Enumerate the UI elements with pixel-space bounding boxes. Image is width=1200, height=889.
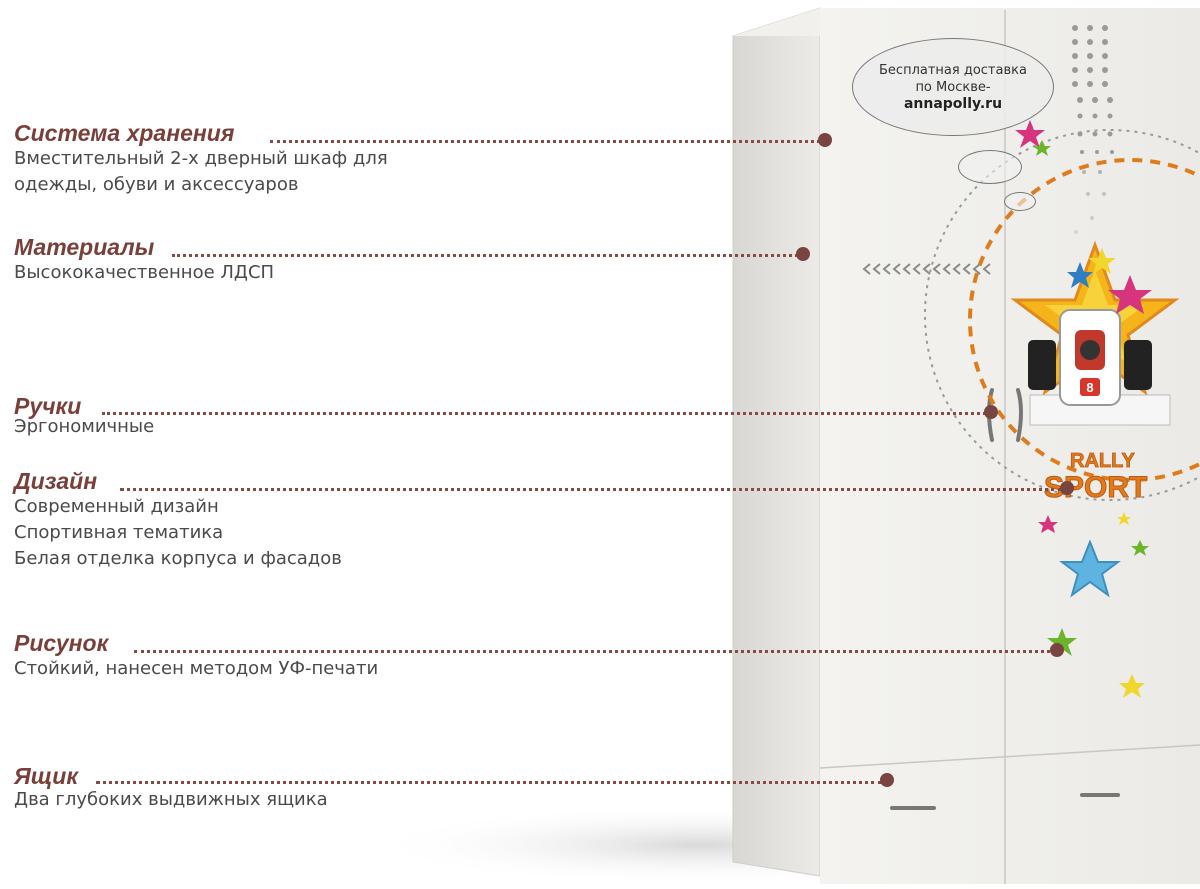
feature-handles: Ручки Эргономичные [14, 393, 155, 437]
car-number: 8 [1086, 380, 1093, 395]
feature-title-drawer: Ящик [14, 763, 78, 789]
feature-desc-line: Современный дизайн [14, 496, 219, 517]
leader-line-print [134, 650, 1050, 653]
wardrobe-side-panel [732, 7, 821, 877]
feature-desc-line: Спортивная тематика [14, 522, 224, 543]
delivery-bubble: Бесплатная доставка по Москве- annapolly… [852, 38, 1054, 136]
wardrobe-front [820, 8, 1200, 884]
star-blue-small-icon [1067, 262, 1093, 288]
drawer-handle-left [890, 806, 936, 810]
drawer-handle-right [1080, 793, 1120, 797]
star-green-small-icon [1131, 540, 1149, 556]
leader-line-drawer [96, 781, 882, 784]
star-yellow-small-icon [1117, 512, 1131, 525]
star-green-icon [1033, 140, 1051, 156]
star-green-lower-icon [1047, 628, 1077, 656]
star-pattern [1072, 25, 1114, 234]
star-yellow-lower-icon [1119, 674, 1145, 698]
star-yellow-icon [1088, 248, 1116, 274]
bubble-site-link[interactable]: annapolly.ru [903, 95, 1003, 112]
bubble-line1: Бесплатная доставка [879, 62, 1027, 78]
star-pink-icon [1015, 120, 1045, 148]
feature-desc-line: Эргономичные [14, 416, 155, 437]
bubble-tail-large [958, 150, 1022, 184]
feature-materials: Материалы Высококачественное ЛДСП [14, 234, 274, 286]
callout-dot-storage [818, 133, 832, 147]
star-light-blue-icon [1059, 539, 1121, 598]
feature-desc-line: Вместительный 2-х дверный шкаф для [14, 148, 388, 169]
callout-dot-materials [796, 247, 810, 261]
callout-dot-design [1060, 481, 1074, 495]
star-pink-small-icon [1038, 515, 1058, 533]
feature-desc-line: Белая отделка корпуса и фасадов [14, 548, 342, 569]
feature-desc-line: Высококачественное ЛДСП [14, 262, 275, 283]
feature-desc-materials: Высококачественное ЛДСП [14, 260, 274, 286]
bubble-tail-small [1004, 192, 1036, 211]
star-magenta-icon [1108, 275, 1152, 314]
feature-desc-handles: Эргономичные [14, 416, 155, 437]
feature-desc-print: Стойкий, нанесен методом УФ-печати [14, 656, 378, 682]
feature-desc-drawer: Два глубоких выдвижных ящика [14, 789, 328, 811]
leader-line-storage [270, 140, 820, 143]
feature-desc-line: Стойкий, нанесен методом УФ-печати [14, 658, 379, 679]
feature-title-print: Рисунок [14, 630, 109, 656]
feature-storage: Система хранения Вместительный 2-х дверн… [14, 120, 388, 198]
feature-print: Рисунок Стойкий, нанесен методом УФ-печа… [14, 630, 378, 682]
feature-drawer: Ящик Два глубоких выдвижных ящика [14, 763, 328, 811]
feature-title-handles: Ручки [14, 393, 82, 419]
leader-line-handles [102, 412, 986, 415]
feature-design: Дизайн Современный дизайн Спортивная тем… [14, 468, 342, 572]
callout-dot-print [1050, 643, 1064, 657]
feature-title-storage: Система хранения [14, 120, 235, 146]
dashed-circle-outer [924, 129, 1200, 501]
feature-desc-line: Два глубоких выдвижных ящика [14, 789, 328, 810]
race-car-icon [1028, 309, 1171, 426]
leader-line-materials [172, 254, 798, 257]
door-handle-right [1016, 388, 1023, 442]
chevron-arrows [862, 263, 991, 275]
callout-dot-drawer [880, 773, 894, 787]
feature-title-materials: Материалы [14, 234, 155, 260]
logo-sport-text: SPORT [1044, 471, 1147, 504]
logo-rally-text: RALLY [1070, 450, 1135, 472]
bubble-line2: по Москве- [915, 79, 991, 95]
feature-desc-design: Современный дизайн Спортивная тематика Б… [14, 494, 342, 572]
feature-desc-storage: Вместительный 2-х дверный шкаф для одежд… [14, 146, 388, 198]
drawer-top-line [819, 744, 1200, 769]
feature-desc-line: одежды, обуви и аксессуаров [14, 174, 299, 195]
leader-line-design [120, 488, 1062, 491]
callout-dot-handles [984, 405, 998, 419]
feature-title-design: Дизайн [14, 468, 98, 494]
